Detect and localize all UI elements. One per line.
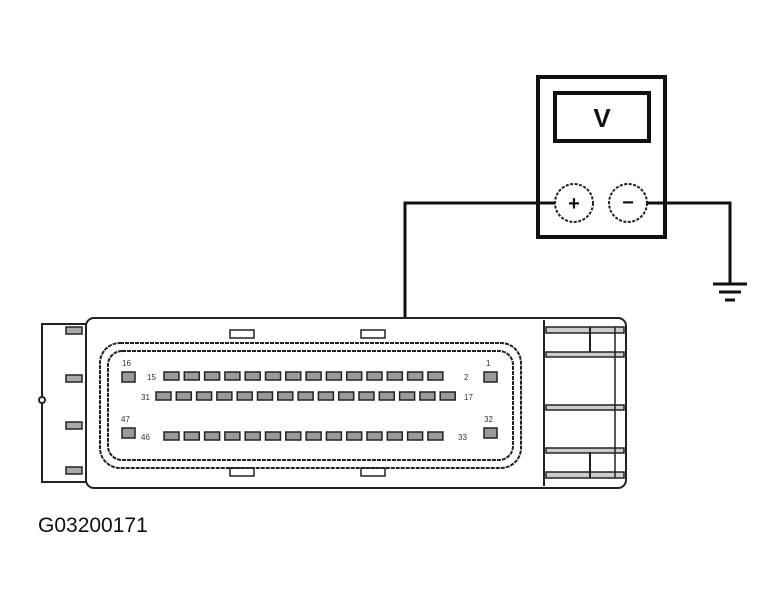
- pin-middle-row: [175, 391, 193, 401]
- pin-grid: [121, 371, 498, 441]
- connector-body: [85, 317, 627, 489]
- pin-bottom-row: [427, 431, 444, 441]
- pin-top-row: [386, 371, 404, 381]
- pin-top-row: [224, 371, 241, 381]
- pin-top-row: [285, 371, 302, 381]
- pin-top-row: [305, 371, 322, 381]
- pcm-connector: 16 15 2 1 31 17 47 46 33 32: [38, 317, 627, 489]
- pin-top-row: [427, 371, 444, 381]
- pin-middle-row: [337, 391, 355, 401]
- pin-bottom-row: [285, 431, 302, 441]
- pin-label-16: 16: [122, 359, 131, 368]
- pin-bottom-row: [163, 431, 180, 441]
- pin-middle-row: [236, 391, 253, 401]
- pin-middle-row: [378, 391, 396, 401]
- pin-middle-row: [256, 391, 274, 401]
- pin-bottom-row: [264, 431, 282, 441]
- pin-middle-row: [358, 391, 375, 401]
- pin-bottom-row: [305, 431, 322, 441]
- pin-middle-row: [439, 391, 456, 401]
- pin-top-row: [264, 371, 282, 381]
- multimeter: V + −: [536, 75, 667, 239]
- pin-1: [483, 371, 498, 383]
- pin-bottom-row: [325, 431, 343, 441]
- multimeter-display: [553, 91, 651, 143]
- pin-label-1: 1: [486, 359, 491, 368]
- pin-label-33: 33: [458, 433, 467, 442]
- pin-top-row: [366, 371, 383, 381]
- pin-bottom-row: [366, 431, 383, 441]
- pin-bottom-row: [406, 431, 424, 441]
- pin-label-31: 31: [141, 393, 150, 402]
- pin-middle-row: [277, 391, 294, 401]
- pin-label-15: 15: [147, 373, 156, 382]
- ground-icon: [713, 282, 747, 302]
- voltage-symbol: V: [593, 103, 611, 133]
- pin-16: [121, 371, 136, 383]
- pin-top-row: [406, 371, 424, 381]
- pin-top-row: [183, 371, 201, 381]
- pin-bottom-row: [386, 431, 404, 441]
- pin-bottom-row: [345, 431, 363, 441]
- pin-top-row: [163, 371, 180, 381]
- pin-middle-row: [317, 391, 335, 401]
- pin-middle-row: [195, 391, 213, 401]
- pin-label-32: 32: [484, 415, 493, 424]
- pin-label-17: 17: [464, 393, 473, 402]
- pin-label-47: 47: [121, 415, 130, 424]
- pin-middle-row: [398, 391, 416, 401]
- pin-bottom-row: [224, 431, 241, 441]
- pin-bottom-row: [203, 431, 221, 441]
- pin-top-row: [244, 371, 261, 381]
- positive-lead-wire: [403, 201, 555, 352]
- pin-47: [121, 427, 136, 439]
- pin-middle-row: [419, 391, 436, 401]
- pin-top-row: [203, 371, 221, 381]
- pin-label-46: 46: [141, 433, 150, 442]
- pin-top-row: [345, 371, 363, 381]
- connector-left-flange: [41, 323, 86, 483]
- pin-middle-row: [155, 391, 172, 401]
- pin-middle-row: [297, 391, 314, 401]
- pin-top-row: [325, 371, 343, 381]
- pin-middle-row: [216, 391, 233, 401]
- negative-lead-wire: [647, 201, 732, 283]
- negative-terminal-label: −: [622, 192, 634, 214]
- pin-bottom-row: [183, 431, 201, 441]
- pin-32: [483, 427, 498, 439]
- pin-label-2: 2: [464, 373, 469, 382]
- figure-id: G03200171: [38, 514, 148, 537]
- positive-terminal-label: +: [568, 193, 580, 215]
- pin-bottom-row: [244, 431, 261, 441]
